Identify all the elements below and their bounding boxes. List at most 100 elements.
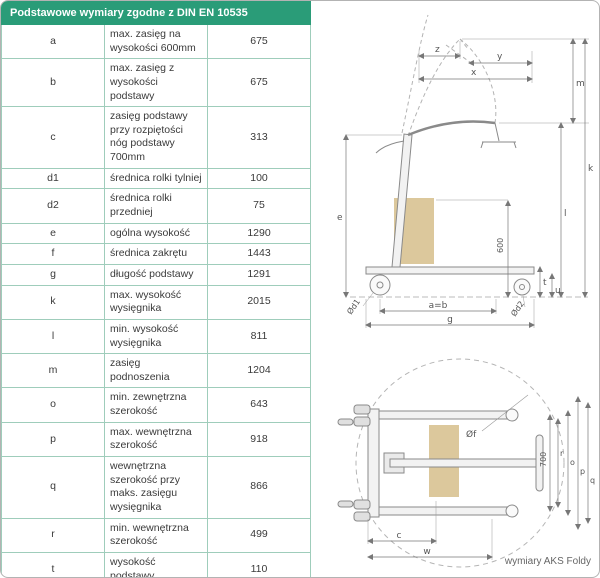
dim-value: 811 xyxy=(207,318,311,355)
dim-label-k: k xyxy=(588,164,594,174)
dim-value: 675 xyxy=(207,23,311,60)
dim-key: o xyxy=(1,387,105,423)
diameter-leader xyxy=(481,394,529,432)
handles-top xyxy=(337,418,354,508)
technical-drawing: z y x e 600 t u l m k a=b g Ød1 Ød2 xyxy=(311,1,599,577)
spreader-bar xyxy=(480,122,517,149)
dim-value: 866 xyxy=(207,456,311,519)
dim-value: 100 xyxy=(207,167,311,190)
base-leg-bottom xyxy=(378,506,508,516)
top-dimension-lines xyxy=(367,396,591,560)
dim-value: 918 xyxy=(207,421,311,458)
dim-value: 675 xyxy=(207,58,311,108)
rear-castor-hub xyxy=(519,284,525,290)
dim-desc: max. zasięg na wysokości 600mm xyxy=(104,23,208,60)
dim-value: 75 xyxy=(207,188,311,224)
dim-key: f xyxy=(1,243,105,265)
table-title: Podstawowe wymiary zgodne z DIN EN 10535 xyxy=(1,1,311,25)
dim-key: m xyxy=(1,353,105,389)
dim-label-c: c xyxy=(397,531,402,541)
dim-desc: min. wewnętrzna szerokość xyxy=(104,517,208,553)
base-leg-top xyxy=(378,410,508,420)
dim-key: d1 xyxy=(1,167,105,190)
boom xyxy=(407,120,496,137)
dim-desc: min. wysokość wysięgnika xyxy=(104,318,208,355)
dim-label-ab: a=b xyxy=(429,301,448,311)
dim-label-o: o xyxy=(570,458,575,467)
dim-desc: max. zasięg z wysokości podstawy xyxy=(104,58,208,108)
dim-label-p: p xyxy=(580,467,585,476)
dim-desc: wysokość podstawy xyxy=(104,551,208,577)
drawing-caption: wymiary AKS Foldy xyxy=(504,556,591,567)
side-view xyxy=(350,14,588,298)
top-dim-labels: Øf 700 r o p q c w xyxy=(397,429,596,557)
dim-label-m: m xyxy=(576,79,585,89)
dim-key: l xyxy=(1,318,105,355)
dim-key: r xyxy=(1,517,105,553)
dim-key: p xyxy=(1,421,105,458)
dim-value: 110 xyxy=(207,551,311,577)
dim-label-700: 700 xyxy=(539,452,548,467)
rear-castors-top xyxy=(353,404,371,522)
dim-value: 499 xyxy=(207,517,311,553)
dim-desc: max. wysokość wysięgnika xyxy=(104,284,208,320)
dim-key: t xyxy=(1,551,105,577)
side-dimension-lines xyxy=(343,38,589,328)
front-castor-hub xyxy=(376,281,384,289)
dim-desc: wewnętrzna szerokość przy maks. zasięgu … xyxy=(104,456,208,519)
front-castor xyxy=(369,274,391,296)
dim-value: 1443 xyxy=(207,243,311,265)
dim-label-l: l xyxy=(564,209,567,219)
dim-desc: ogólna wysokość xyxy=(104,222,208,245)
front-castor-top-2 xyxy=(505,504,519,518)
dim-label-y: y xyxy=(497,52,503,62)
dim-desc: zasięg podstawy przy rozpiętości nóg pod… xyxy=(104,106,208,169)
dim-label-d1: Ød1 xyxy=(344,297,362,316)
dim-desc: średnica rolki tylniej xyxy=(104,167,208,190)
dim-value: 643 xyxy=(207,387,311,423)
dim-value: 2015 xyxy=(207,284,311,320)
dim-label-x: x xyxy=(471,68,477,78)
dim-value: 313 xyxy=(207,106,311,169)
dim-label-u: u xyxy=(555,286,561,296)
dim-desc: zasięg podnoszenia xyxy=(104,353,208,389)
dim-key: g xyxy=(1,263,105,286)
dim-desc: średnica zakrętu xyxy=(104,243,208,265)
dim-key: e xyxy=(1,222,105,245)
boom-top xyxy=(389,458,541,468)
dim-label-d2: Ød2 xyxy=(508,299,526,318)
table-header-row: Podstawowe wymiary zgodne z DIN EN 10535 xyxy=(1,1,311,25)
spreader-top xyxy=(535,434,544,492)
push-handle xyxy=(375,140,405,154)
dim-desc: min. zewnętrzna szerokość xyxy=(104,387,208,423)
dim-desc: max. wewnętrzna szerokość xyxy=(104,421,208,458)
rear-castor xyxy=(513,278,531,296)
dim-label-r: r xyxy=(560,449,564,458)
raised-boom-dashed xyxy=(401,14,497,137)
dim-key: d2 xyxy=(1,188,105,224)
dim-label-g: g xyxy=(447,315,453,325)
dim-key: b xyxy=(1,58,105,108)
dimensions-table: Podstawowe wymiary zgodne z DIN EN 10535… xyxy=(1,1,311,577)
lift-diagram: z y x e 600 t u l m k a=b g Ød1 Ød2 xyxy=(337,14,596,568)
dim-label-t: t xyxy=(543,278,547,288)
dim-label-f: Øf xyxy=(466,429,477,440)
front-castor-top-1 xyxy=(505,408,519,422)
dim-value: 1204 xyxy=(207,353,311,389)
